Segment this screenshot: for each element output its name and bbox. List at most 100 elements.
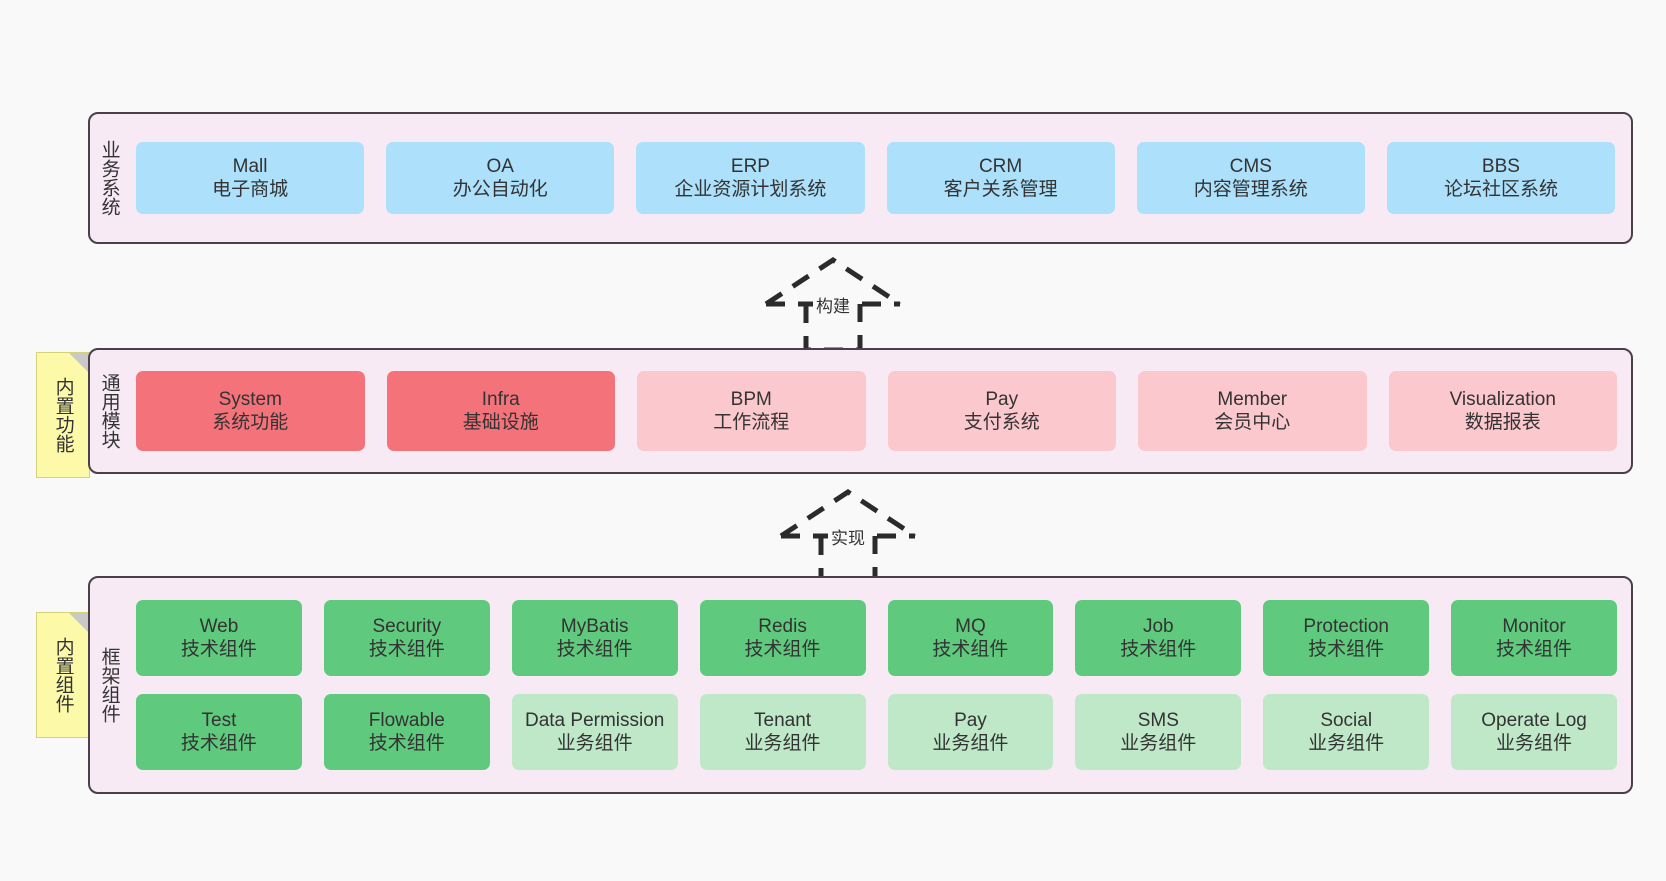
framework-row-tech: Web 技术组件 Security 技术组件 MyBatis 技术组件 Redi… [136,600,1617,676]
cell-desc: 技术组件 [1496,639,1573,660]
cell-desc: 电子商城 [212,179,289,200]
framework-cell-monitor[interactable]: Monitor 技术组件 [1451,600,1617,676]
cell-desc: 业务组件 [1120,733,1197,754]
module-cell-visualization[interactable]: Visualization 数据报表 [1388,371,1617,451]
module-cell-infra[interactable]: Infra 基础设施 [386,371,615,451]
cell-desc: 技术组件 [180,733,257,754]
note-fold-corner-icon [69,353,89,373]
cell-desc: 业务组件 [744,733,821,754]
cell-name: OA [486,155,514,177]
layer-framework-components: 框架组件 Web 技术组件 Security 技术组件 MyBatis 技术组件… [88,576,1633,794]
cell-desc: 技术组件 [556,639,633,660]
business-cell-oa[interactable]: OA 办公自动化 [386,142,615,214]
framework-cell-protection[interactable]: Protection 技术组件 [1263,600,1430,676]
layer-framework-title: 框架组件 [98,647,120,723]
cell-desc: 系统功能 [212,412,289,433]
connector-build: 构建 [758,256,908,353]
business-cell-cms[interactable]: CMS 内容管理系统 [1136,142,1365,214]
cell-name: CRM [978,155,1023,177]
cell-desc: 技术组件 [368,639,445,660]
cell-desc: 技术组件 [1308,639,1385,660]
cell-name: Protection [1303,615,1389,637]
connector-realize-label: 实现 [828,528,868,549]
note-builtin-function-label: 内置功能 [52,377,74,453]
cell-name: Pay [985,388,1019,410]
framework-cell-web[interactable]: Web 技术组件 [136,600,302,676]
note-builtin-component-label: 内置组件 [52,637,74,713]
cell-name: Mall [232,155,268,177]
cell-desc: 企业资源计划系统 [674,179,827,200]
framework-cell-flowable[interactable]: Flowable 技术组件 [323,694,490,770]
module-cell-member[interactable]: Member 会员中心 [1138,371,1367,451]
cell-name: Social [1320,709,1373,731]
cell-desc: 内容管理系统 [1193,179,1308,200]
layer-business-body: Mall 电子商城 OA 办公自动化 ERP 企业资源计划系统 CRM 客户关系… [128,114,1631,242]
cell-desc: 客户关系管理 [943,179,1058,200]
business-cell-crm[interactable]: CRM 客户关系管理 [886,142,1115,214]
cell-name: MyBatis [560,615,629,637]
framework-cell-tenant[interactable]: Tenant 业务组件 [699,694,866,770]
framework-cell-operate-log[interactable]: Operate Log 业务组件 [1451,694,1617,770]
cell-name: BBS [1481,155,1520,177]
framework-cell-social[interactable]: Social 业务组件 [1263,694,1430,770]
cell-desc: 技术组件 [180,639,257,660]
cell-desc: 办公自动化 [452,179,548,200]
framework-cell-test[interactable]: Test 技术组件 [136,694,302,770]
layer-business-systems: 业务系统 Mall 电子商城 OA 办公自动化 ERP 企业资源计划系统 CRM… [88,112,1633,244]
framework-cell-sms[interactable]: SMS 业务组件 [1075,694,1242,770]
cell-name: SMS [1137,709,1179,731]
framework-cell-job[interactable]: Job 技术组件 [1075,600,1242,676]
cell-desc: 技术组件 [368,733,445,754]
business-cell-bbs[interactable]: BBS 论坛社区系统 [1386,142,1616,214]
business-row: Mall 电子商城 OA 办公自动化 ERP 企业资源计划系统 CRM 客户关系… [136,142,1616,214]
cell-name: Monitor [1502,615,1566,637]
layer-framework-body: Web 技术组件 Security 技术组件 MyBatis 技术组件 Redi… [128,578,1631,792]
framework-cell-redis[interactable]: Redis 技术组件 [699,600,866,676]
cell-name: Test [201,709,237,731]
cell-name: Flowable [368,709,445,731]
cell-desc: 数据报表 [1464,412,1541,433]
cell-desc: 技术组件 [744,639,821,660]
cell-desc: 支付系统 [963,412,1040,433]
cell-name: BPM [730,388,772,410]
cell-name: Pay [954,709,987,731]
business-cell-erp[interactable]: ERP 企业资源计划系统 [636,142,865,214]
cell-name: Tenant [754,709,812,731]
cell-name: Redis [758,615,807,637]
cell-name: Web [199,615,239,637]
cell-desc: 工作流程 [713,412,790,433]
cell-name: MQ [955,615,986,637]
framework-cell-mq[interactable]: MQ 技术组件 [887,600,1054,676]
cell-name: ERP [730,155,770,177]
layer-modules-body: System 系统功能 Infra 基础设施 BPM 工作流程 Pay 支付系统… [128,350,1631,472]
layer-modules-title: 通用模块 [98,373,120,449]
framework-cell-pay[interactable]: Pay 业务组件 [887,694,1054,770]
cell-name: CMS [1229,155,1272,177]
cell-name: System [218,388,282,410]
cell-desc: 会员中心 [1214,412,1291,433]
framework-cell-security[interactable]: Security 技术组件 [323,600,490,676]
cell-name: Member [1217,388,1288,410]
cell-name: Data Permission [524,709,665,731]
framework-row-business: Test 技术组件 Flowable 技术组件 Data Permission … [136,694,1617,770]
business-cell-mall[interactable]: Mall 电子商城 [136,142,365,214]
cell-desc: 论坛社区系统 [1443,179,1558,200]
note-fold-corner-icon [69,613,89,633]
cell-name: Security [372,615,442,637]
cell-desc: 业务组件 [1308,733,1385,754]
module-cell-system[interactable]: System 系统功能 [136,371,365,451]
framework-cell-mybatis[interactable]: MyBatis 技术组件 [511,600,678,676]
cell-name: Operate Log [1481,709,1587,731]
note-builtin-component: 内置组件 [36,612,90,738]
module-cell-pay[interactable]: Pay 支付系统 [887,371,1116,451]
cell-desc: 业务组件 [556,733,633,754]
connector-build-label: 构建 [813,296,853,317]
layer-common-modules: 通用模块 System 系统功能 Infra 基础设施 BPM 工作流程 Pay… [88,348,1633,474]
cell-desc: 技术组件 [1120,639,1197,660]
cell-name: Visualization [1449,388,1556,410]
cell-desc: 业务组件 [1496,733,1573,754]
cell-desc: 技术组件 [932,639,1009,660]
connector-realize: 实现 [773,488,923,585]
module-cell-bpm[interactable]: BPM 工作流程 [637,371,866,451]
framework-cell-data-permission[interactable]: Data Permission 业务组件 [511,694,678,770]
